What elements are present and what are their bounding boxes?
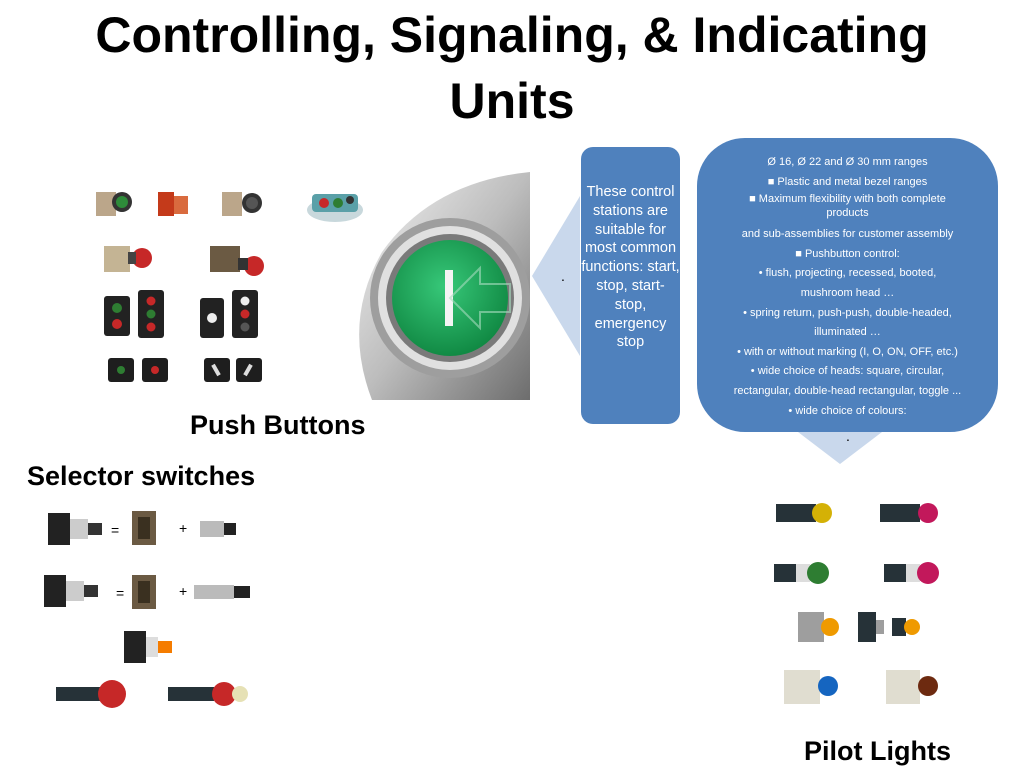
feature-line: • wide choice of heads: square, circular… [750,365,945,378]
selector-row-3 [124,631,172,663]
small-station-4 [236,358,262,382]
pilot-light-blue [784,670,838,704]
selector-switch-products-image [44,511,250,708]
pilot-lights-products-image [774,503,939,704]
equals-sign: = [111,522,120,538]
selector-row-4 [56,680,248,708]
pushbutton-1 [96,192,132,216]
mushroom-button-2 [210,246,264,276]
pilot-light-yellow [776,503,832,523]
feature-line: ■ Plastic and metal bezel ranges [767,175,928,188]
feature-line: • flush, projecting, recessed, booted, [758,267,937,280]
pilot-light-orange [798,612,920,642]
station-triple-1 [138,290,164,338]
pushbutton-3 [222,192,262,216]
pilot-light-green [774,562,829,584]
station-single-1 [104,296,130,336]
feature-line: ■ Pushbutton control: [795,247,900,260]
feature-line: ■ Maximum flexibility with both complete… [749,193,946,220]
slide-title: Controlling, Signaling, & Indicating Uni… [95,7,929,129]
feature-line: rectangular, double-head rectangular, to… [733,384,962,397]
selector-row-1 [48,511,236,545]
features-text-box: Ø 16, Ø 22 and Ø 30 mm ranges ■ Plastic … [697,138,998,432]
functions-text: These control stations are suitable for … [581,184,680,351]
push-buttons-label: Push Buttons [190,410,366,440]
feature-line: mushroom head … [800,286,895,299]
selector-switches-label: Selector switches [27,461,256,491]
left-arrow-shape [532,196,580,356]
green-pushbutton-image [359,172,530,400]
pilot-light-red-2 [884,562,939,584]
pushbutton-2 [158,192,188,216]
down-arrow-shape [798,432,882,464]
feature-line: • spring return, push-push, double-heade… [743,306,952,319]
station-triple-2 [232,290,258,338]
feature-line: • with or without marking (I, O, ON, OFF… [737,345,958,358]
plus-sign: + [179,520,188,536]
feature-line: • wide choice of colours: [788,404,907,417]
arrow-dot-down: . [846,428,850,444]
control-station-top [307,194,363,222]
small-station-2 [142,358,168,382]
small-station-1 [108,358,134,382]
pilot-light-red-1 [880,503,938,523]
small-station-3 [204,358,230,382]
functions-text-box: These control stations are suitable for … [581,147,680,424]
pilot-lights-label: Pilot Lights [804,736,951,766]
selector-row-2 [44,575,250,609]
push-button-products-image [96,192,363,382]
feature-line: Ø 16, Ø 22 and Ø 30 mm ranges [767,156,928,168]
plus-sign: + [179,583,188,599]
feature-line: illuminated … [814,326,881,339]
feature-line: and sub-assemblies for customer assembly [741,228,954,241]
arrow-dot-left: . [561,268,565,284]
pilot-light-brown [886,670,938,704]
station-single-2 [200,298,224,338]
equals-sign: = [116,585,125,601]
mushroom-button-1 [104,246,152,272]
